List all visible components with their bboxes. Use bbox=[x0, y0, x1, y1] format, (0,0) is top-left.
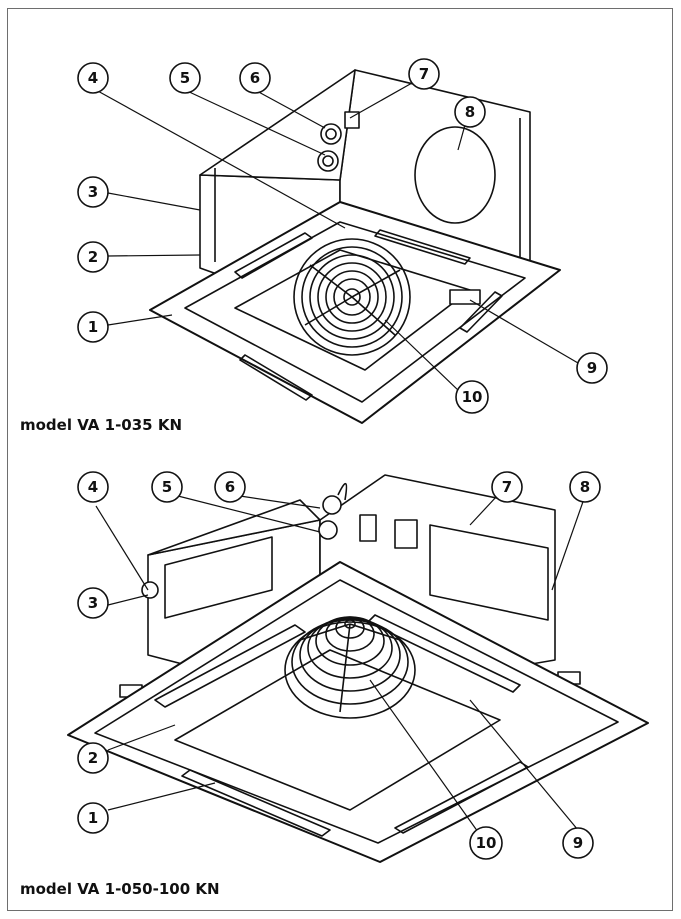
callout-5: 5 bbox=[169, 62, 201, 94]
svg-text:1: 1 bbox=[88, 318, 98, 336]
callout-2: 2 bbox=[77, 742, 109, 774]
svg-text:4: 4 bbox=[88, 478, 98, 496]
leader-lines-bottom bbox=[95, 495, 586, 833]
callout-9: 9 bbox=[562, 827, 594, 859]
svg-text:7: 7 bbox=[502, 478, 512, 496]
callout-8: 8 bbox=[454, 96, 486, 128]
air-outlet-slot bbox=[374, 229, 471, 265]
svg-text:4: 4 bbox=[88, 69, 98, 87]
svg-text:9: 9 bbox=[573, 834, 583, 852]
svg-text:2: 2 bbox=[88, 749, 98, 767]
leader-lines-top bbox=[95, 82, 579, 393]
side-panel-right bbox=[429, 524, 549, 621]
callout-8: 8 bbox=[569, 471, 601, 503]
callout-4: 4 bbox=[77, 62, 109, 94]
unit-top bbox=[149, 69, 561, 424]
control-box bbox=[449, 289, 481, 305]
caption-bottom: model VA 1-050-100 KN bbox=[20, 880, 220, 898]
callout-6: 6 bbox=[239, 62, 271, 94]
svg-text:1: 1 bbox=[88, 809, 98, 827]
air-outlet-slot bbox=[459, 291, 503, 333]
pipe-connection-upper bbox=[322, 495, 342, 515]
callout-10: 10 bbox=[455, 380, 489, 414]
callout-6: 6 bbox=[214, 471, 246, 503]
callout-9: 9 bbox=[576, 352, 608, 384]
callout-10: 10 bbox=[469, 826, 503, 860]
callout-3: 3 bbox=[77, 176, 109, 208]
callout-2: 2 bbox=[77, 241, 109, 273]
side-panel-left bbox=[164, 536, 273, 619]
pipe-connection-lower bbox=[317, 150, 339, 172]
callouts-top: 1 2 3 4 5 6 7 8 9 10 bbox=[77, 58, 608, 414]
svg-text:8: 8 bbox=[580, 478, 590, 496]
callout-3: 3 bbox=[77, 587, 109, 619]
svg-text:2: 2 bbox=[88, 248, 98, 266]
fan-guard bbox=[293, 238, 411, 356]
air-outlet-slot bbox=[181, 769, 331, 837]
drain-connection bbox=[359, 514, 377, 542]
intake-area bbox=[174, 649, 501, 811]
svg-text:6: 6 bbox=[250, 69, 260, 87]
air-outlet-slot bbox=[154, 624, 306, 708]
pipe-connection-upper bbox=[320, 123, 342, 145]
caption-top: model VA 1-035 KN bbox=[20, 416, 183, 434]
callout-1: 1 bbox=[77, 802, 109, 834]
callout-5: 5 bbox=[151, 471, 183, 503]
svg-text:10: 10 bbox=[462, 388, 483, 406]
svg-text:5: 5 bbox=[180, 69, 190, 87]
svg-text:10: 10 bbox=[476, 834, 497, 852]
svg-text:8: 8 bbox=[465, 103, 475, 121]
svg-text:6: 6 bbox=[225, 478, 235, 496]
side-panel-small bbox=[394, 519, 418, 549]
unit-bottom bbox=[67, 474, 649, 863]
callout-1: 1 bbox=[77, 311, 109, 343]
fan-guard bbox=[284, 616, 416, 719]
air-outlet-slot bbox=[234, 232, 313, 279]
svg-text:5: 5 bbox=[162, 478, 172, 496]
pipe-connection-lower bbox=[318, 520, 338, 540]
callout-4: 4 bbox=[77, 471, 109, 503]
svg-text:9: 9 bbox=[587, 359, 597, 377]
front-panel bbox=[67, 561, 649, 863]
air-outlet-slot bbox=[239, 354, 313, 401]
svg-text:3: 3 bbox=[88, 594, 98, 612]
callouts-bottom: 1 2 3 4 5 6 7 8 9 10 bbox=[77, 471, 601, 860]
callout-7: 7 bbox=[491, 471, 523, 503]
air-outlet-slot bbox=[394, 761, 529, 834]
svg-text:7: 7 bbox=[419, 65, 429, 83]
housing-back-wall bbox=[147, 499, 321, 556]
round-knockout-panel bbox=[414, 126, 496, 224]
air-outlet-slot bbox=[367, 614, 521, 693]
callout-7: 7 bbox=[408, 58, 440, 90]
svg-text:3: 3 bbox=[88, 183, 98, 201]
drain-connection bbox=[344, 111, 360, 129]
